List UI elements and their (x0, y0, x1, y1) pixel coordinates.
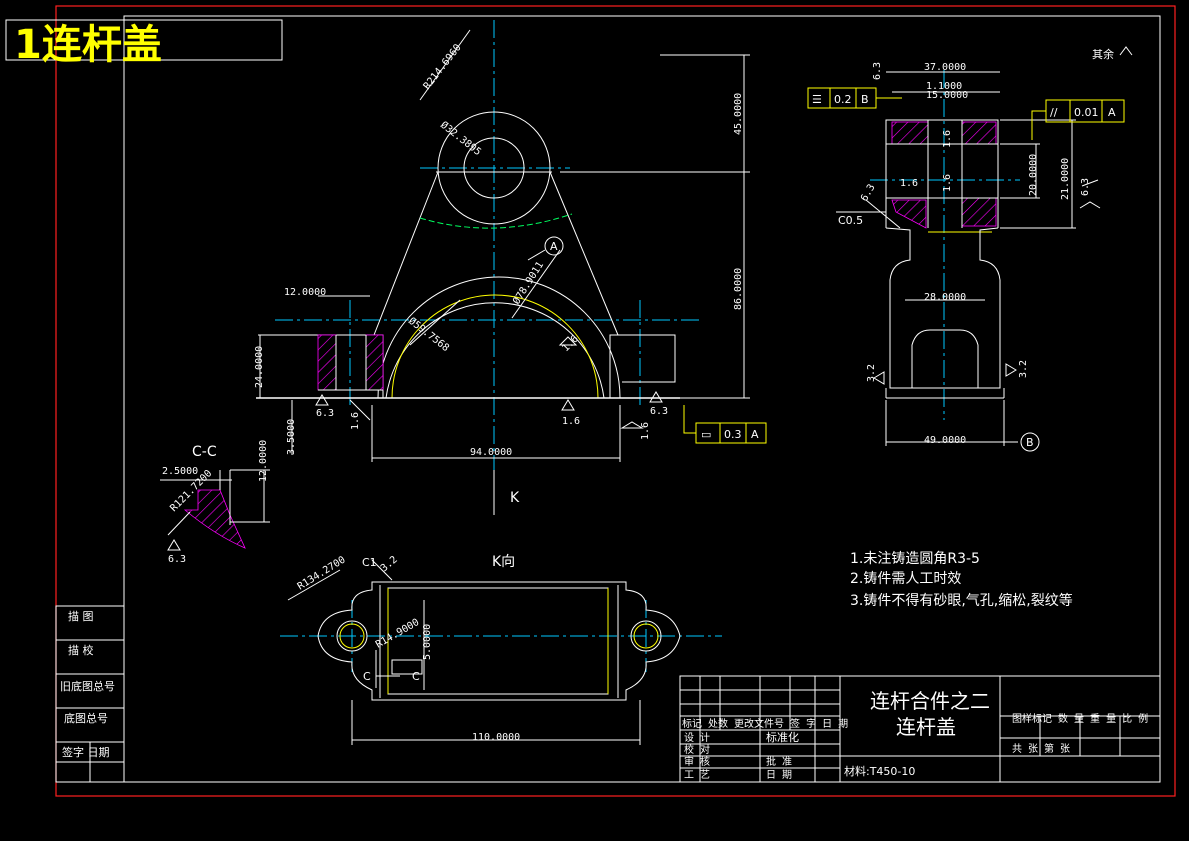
title-header-row: 标记 处数 更改文件号 签 字 日 期 (682, 717, 848, 730)
note-1: 1.未注铸造圆角R3-5 (850, 551, 980, 567)
part-title-2: 连杆盖 (896, 715, 956, 739)
front-view (256, 20, 767, 515)
view-arrow-k: K (510, 490, 520, 506)
title-right-header: 图样标记 数 量 重 量 比 例 (1012, 712, 1148, 725)
tolerance-top-symbol: ☰ (812, 93, 822, 106)
title-row-design: 设 计 (684, 731, 710, 744)
tolerance-top-datum: B (861, 93, 869, 106)
dim-w28: 28.0000 (924, 292, 966, 303)
dim-w15: 15.0000 (926, 90, 968, 101)
flatness-value: 0.3 (724, 428, 742, 441)
roughness-side-5: 6.3 (1080, 178, 1091, 196)
title-standard: 标准化 (766, 730, 799, 744)
left-strip-4: 底图总号 (64, 711, 108, 725)
dim-h5-k: 5.0000 (422, 624, 433, 660)
dim-r214: R214.6960 (422, 42, 464, 91)
dim-w1-1: 1.1000 (926, 81, 962, 92)
left-strip-1: 描 图 (68, 609, 94, 623)
roughness-front-5: 1.6 (640, 422, 651, 440)
title-approve: 批 准 (766, 755, 792, 768)
title-row-review: 审 核 (684, 755, 710, 768)
dim-h45: 45.0000 (733, 93, 744, 135)
chamfer-side: C0.5 (838, 214, 863, 227)
tolerance-right-datum: A (1108, 106, 1116, 119)
dim-2-5: 2.5000 (162, 466, 198, 477)
dim-d59: Ø59.7568 (406, 315, 451, 354)
dim-h24: 24.0000 (254, 346, 265, 388)
section-cc-title: C-C (192, 444, 217, 460)
dim-w49: 49.0000 (924, 435, 966, 446)
title-right-row: 共 张 第 张 (1012, 742, 1070, 755)
dim-h86: 86.0000 (733, 268, 744, 310)
roughness-side-8: 3.2 (1018, 360, 1029, 378)
roughness-cc: 6.3 (168, 554, 186, 565)
dim-h21: 21.0000 (1060, 158, 1071, 200)
dim-w110: 110.0000 (472, 732, 520, 743)
cut-label-right: C (412, 670, 420, 683)
part-title-1: 连杆合件之二 (870, 689, 990, 713)
dim-d78: Ø78.9011 (510, 259, 546, 306)
material-label: 材料:T450-10 (844, 764, 915, 778)
roughness-side-6: 6.3 (859, 182, 878, 203)
left-strip (55, 605, 125, 783)
other-roughness-note: 其余 (1092, 47, 1114, 61)
title-block (679, 675, 1161, 783)
flatness-datum: A (751, 428, 759, 441)
cut-label-left: C (363, 670, 371, 683)
dim-r134: R134.2700 (296, 555, 348, 593)
k-view-title: K向 (492, 554, 515, 570)
roughness-side-1: 6.3 (872, 62, 883, 80)
note-2: 2.铸件需人工时效 (850, 571, 961, 587)
dim-h12-cc: 12.0000 (258, 440, 269, 482)
tolerance-right-value: 0.01 (1074, 106, 1099, 119)
outer-border (55, 5, 1176, 797)
dim-h3-5: 3.5000 (286, 419, 297, 455)
roughness-front-4: 1.6 (562, 416, 580, 427)
header-label-box (5, 19, 283, 61)
roughness-k: 3.2 (379, 554, 400, 574)
left-strip-3: 旧底图总号 (60, 679, 115, 693)
roughness-side-4: 1.6 (942, 174, 953, 192)
left-strip-5: 签字 日期 (62, 745, 110, 759)
roughness-front-3: 1.6 (350, 412, 361, 430)
inner-frame (123, 15, 1161, 783)
datum-b-side: B (1026, 436, 1034, 449)
roughness-front-2: 6.3 (650, 406, 668, 417)
dim-w37: 37.0000 (924, 62, 966, 73)
section-cc (160, 469, 270, 551)
dim-h20: 20.0000 (1028, 154, 1039, 196)
flatness-symbol: ▭ (701, 428, 711, 441)
datum-a-front: A (550, 240, 558, 253)
tolerance-right-symbol: // (1050, 106, 1058, 119)
chamfer-k: C1 (362, 556, 377, 569)
title-row-check: 校 对 (684, 743, 710, 756)
header-label: 1连杆盖 (14, 22, 162, 68)
title-date: 日 期 (766, 769, 792, 781)
roughness-side-7: 3.2 (866, 364, 877, 382)
dim-d32: Ø32.3895 (438, 119, 483, 158)
dim-w12: 12.0000 (284, 287, 326, 298)
k-view (280, 559, 722, 745)
note-3: 3.铸件不得有砂眼,气孔,缩松,裂纹等 (850, 592, 1073, 609)
dim-w94: 94.0000 (470, 447, 512, 458)
roughness-front-1: 6.3 (316, 408, 334, 419)
tolerance-top-value: 0.2 (834, 93, 852, 106)
side-view (807, 46, 1133, 452)
left-strip-2: 描 校 (68, 643, 94, 657)
title-row-process: 工 艺 (684, 769, 710, 781)
dim-r14: R14.9000 (374, 617, 421, 651)
roughness-side-2: 1.6 (942, 130, 953, 148)
roughness-side-3: 1.6 (900, 178, 918, 189)
